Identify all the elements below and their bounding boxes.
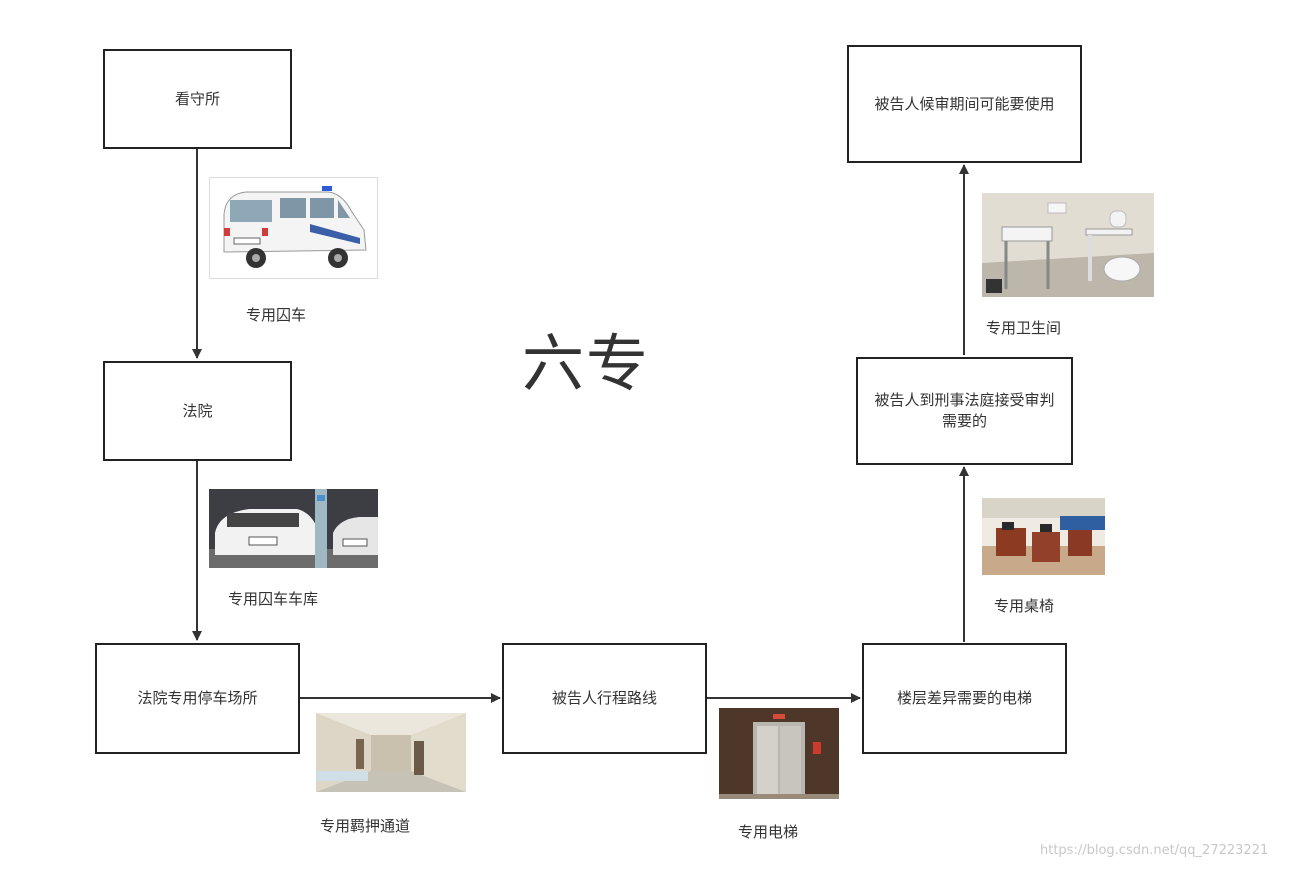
caption-desk-chair: 专用桌椅 (994, 597, 1055, 615)
caption-restroom: 专用卫生间 (986, 319, 1062, 337)
elevator-photo (719, 708, 839, 799)
node-detention-center: 看守所 (103, 49, 292, 149)
prison-van-photo (209, 177, 378, 279)
van-garage-photo (209, 489, 378, 568)
courtroom-desk-photo (982, 498, 1105, 575)
watermark: https://blog.csdn.net/qq_27223221 (1040, 843, 1269, 858)
node-awaiting-trial: 被告人候审期间可能要使用 (847, 45, 1082, 163)
node-floor-elevator: 楼层差异需要的电梯 (862, 643, 1067, 754)
diagram-title: 六专 (522, 327, 651, 400)
node-defendant-route: 被告人行程路线 (502, 643, 707, 754)
node-court-parking: 法院专用停车场所 (95, 643, 300, 754)
corridor-photo (316, 713, 466, 792)
caption-elevator: 专用电梯 (738, 823, 799, 841)
caption-custody-corridor: 专用羁押通道 (320, 817, 411, 835)
node-court: 法院 (103, 361, 292, 461)
caption-prison-van: 专用囚车 (246, 306, 307, 324)
toilet-photo (982, 193, 1154, 297)
node-trial: 被告人到刑事法庭接受审判需要的 (856, 357, 1073, 465)
caption-van-garage: 专用囚车车库 (228, 590, 319, 608)
